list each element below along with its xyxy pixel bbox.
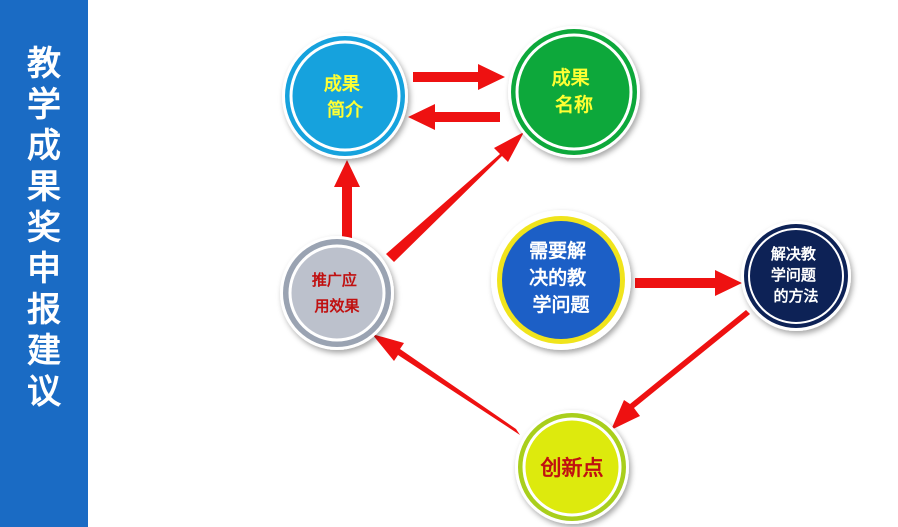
- arrow-problem-to-solution: [635, 270, 742, 296]
- node-name-circle: [515, 33, 633, 151]
- node-name: [508, 26, 640, 158]
- node-intro-circle: [289, 40, 401, 152]
- node-promotion-label: 推广应 用效果: [312, 271, 362, 315]
- node-intro-label: 成果 简介: [324, 73, 366, 121]
- arrow-innovation-to-promotion: [372, 334, 520, 435]
- node-problem: [491, 210, 631, 350]
- node-problem-label: 需要解 决的教 学问题: [529, 239, 593, 316]
- node-promotion: [280, 236, 394, 350]
- arrows: [334, 64, 750, 435]
- arrow-intro-to-name: [413, 64, 505, 90]
- node-promotion-circle: [288, 244, 386, 342]
- node-innovation: [515, 410, 629, 524]
- node-intro: [282, 33, 408, 159]
- node-problem-circle: [502, 221, 620, 339]
- node-name-label: 成果 名称: [552, 66, 597, 116]
- arrow-solution-to-innovation: [611, 310, 750, 430]
- arrow-promotion-to-intro: [334, 160, 360, 243]
- node-solution: [741, 221, 851, 331]
- sidebar: 教 学 成 果 奖 申 报 建 议: [0, 0, 88, 527]
- node-innovation-label: 创新点: [540, 456, 604, 480]
- arrow-name-to-intro: [408, 104, 500, 130]
- arrow-promotion-to-name: [386, 132, 524, 262]
- node-innovation-circle: [522, 417, 622, 517]
- sidebar-title: 教 学 成 果 奖 申 报 建 议: [27, 44, 61, 412]
- node-solution-label: 解决教 学问题 的方法: [771, 245, 821, 305]
- node-solution-circle: [748, 228, 844, 324]
